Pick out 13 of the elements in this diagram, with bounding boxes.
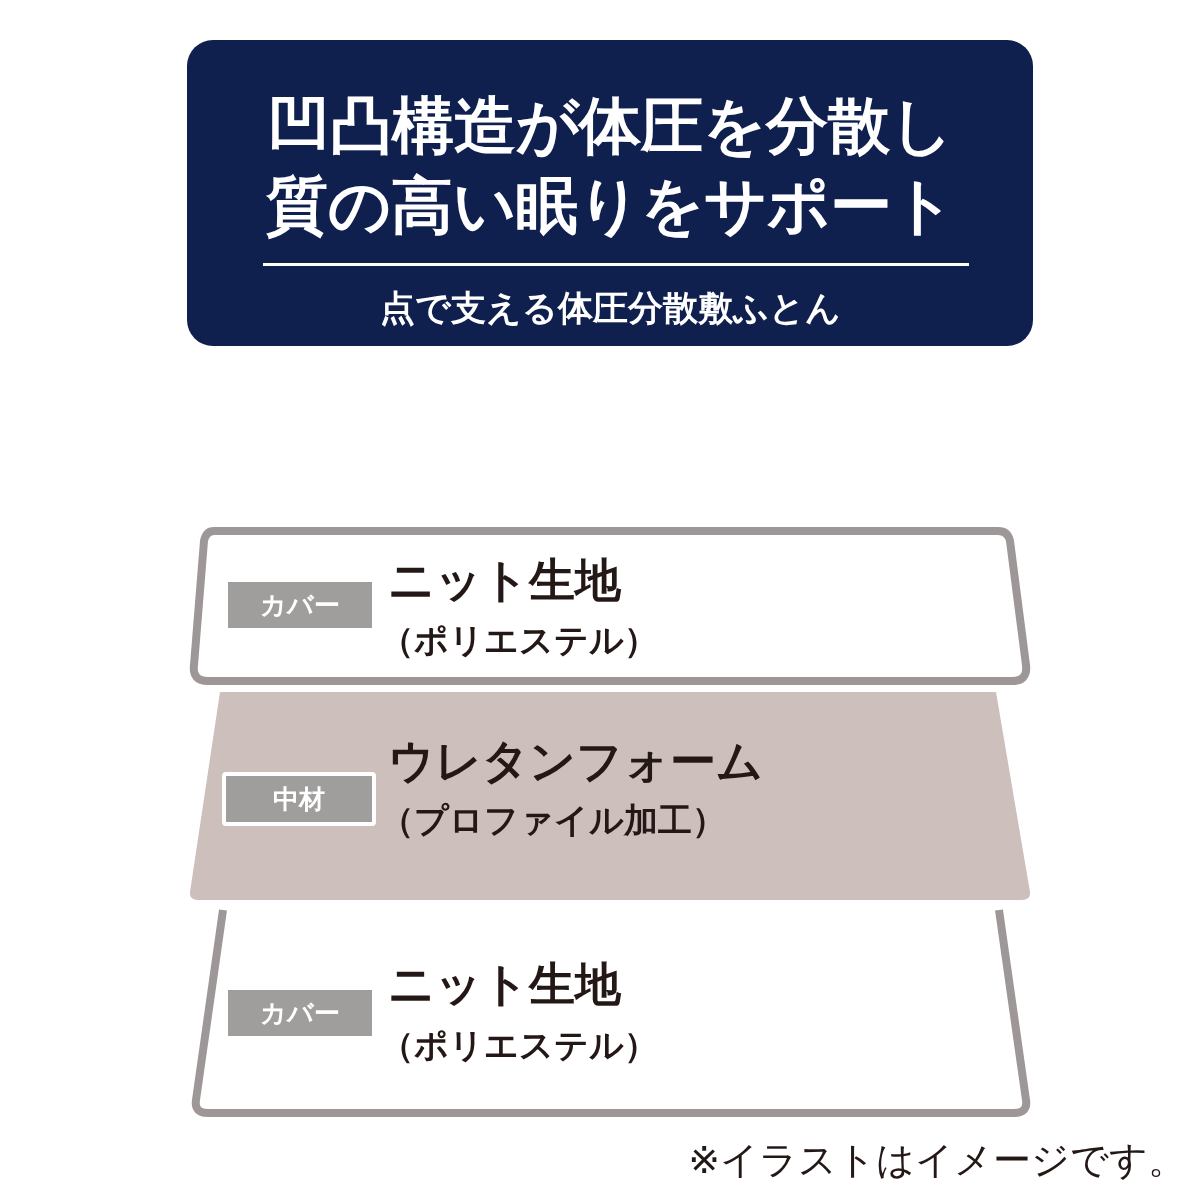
- material-note: （ポリエステル）: [380, 620, 658, 661]
- material-note: （ポリエステル）: [380, 1025, 658, 1066]
- category-tag: 中材: [222, 772, 376, 826]
- category-tag: カバー: [228, 582, 372, 628]
- heading-text: 凹凸構造が体圧を分散し質の高い眠りをサポート: [264, 88, 956, 244]
- material-name: ウレタンフォーム: [388, 734, 763, 790]
- material-name: ニット生地: [388, 553, 621, 609]
- subtitle-text: 点で支える体圧分散敷ふとん: [378, 287, 842, 330]
- material-note: （プロファイル加工）: [380, 800, 726, 841]
- material-name: ニット生地: [388, 957, 621, 1013]
- footnote: ※イラストはイメージです。: [688, 1137, 1186, 1184]
- title-banner: [187, 40, 1033, 346]
- category-tag: カバー: [228, 990, 372, 1036]
